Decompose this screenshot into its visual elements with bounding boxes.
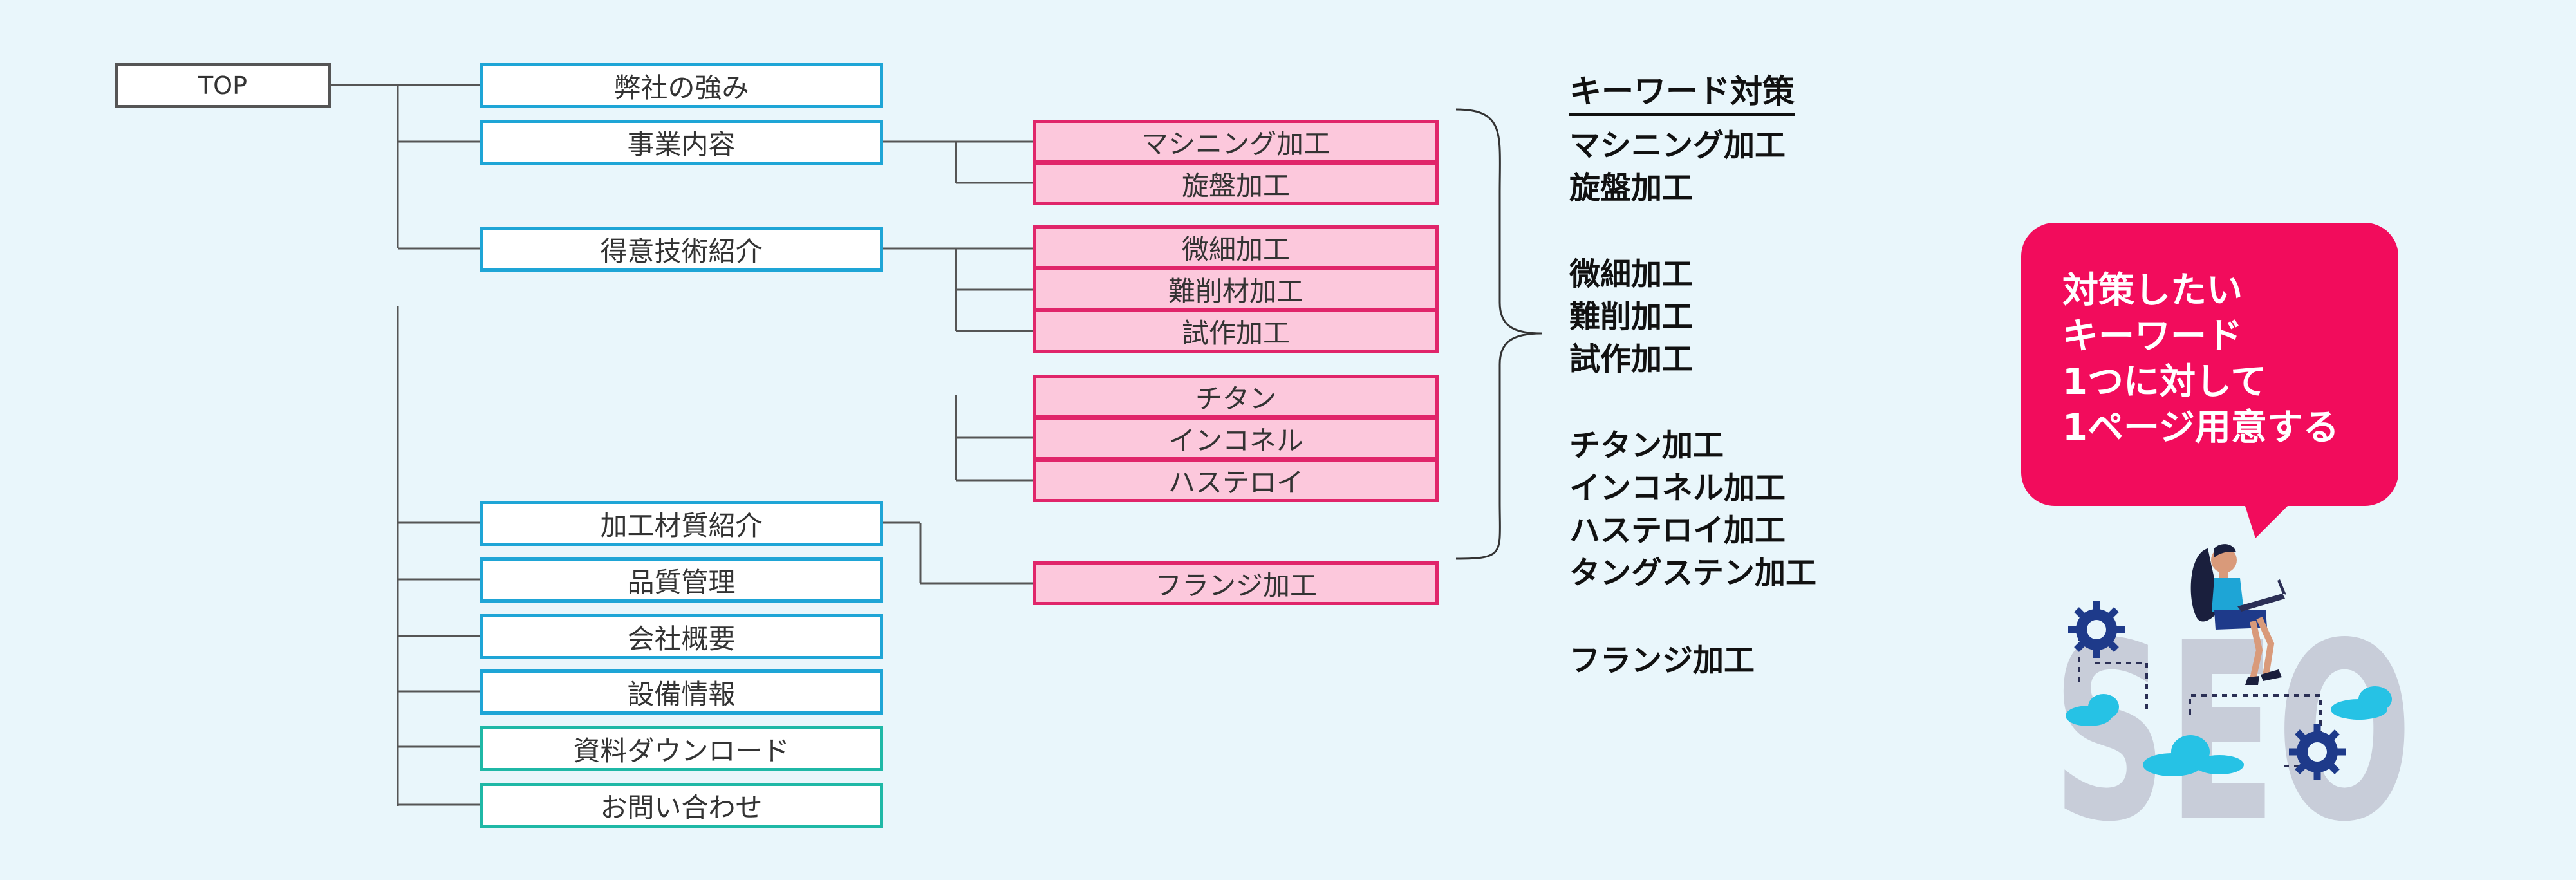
page-business: 事業内容 (480, 120, 883, 165)
callout-line: キーワード (2062, 315, 2243, 357)
callout-line: 1つに対して (2062, 361, 2267, 403)
keyword-item: 微細加工 (1569, 256, 1694, 292)
page-equipment: 設備情報 (480, 669, 883, 715)
person-with-laptop-icon (2190, 544, 2286, 685)
curly-brace (1455, 108, 1542, 560)
keyword-item: インコネル加工 (1569, 470, 1786, 506)
keyword-item: ハステロイ加工 (1569, 512, 1786, 548)
subpage-titanium: チタン (1033, 375, 1439, 418)
gear-icon (2068, 601, 2125, 658)
callout-bubble: 対策したい キーワード 1つに対して 1ページ用意する (2021, 223, 2398, 506)
page-contact: お問い合わせ (480, 783, 883, 828)
page-download: 資料ダウンロード (480, 726, 883, 771)
keyword-item: マシニング加工 (1569, 127, 1786, 164)
keyword-item: チタン加工 (1569, 427, 1724, 463)
cloud-icon (2066, 686, 2392, 776)
gear-icon (2289, 724, 2346, 780)
top-page-box: TOP (115, 63, 331, 108)
page-quality: 品質管理 (480, 557, 883, 603)
keywords-title: キーワード対策 (1569, 66, 1795, 116)
callout-line: 対策したい (2062, 270, 2243, 312)
keyword-item: フランジ加工 (1569, 642, 1755, 679)
page-materials: 加工材質紹介 (480, 501, 883, 546)
page-technology: 得意技術紹介 (480, 227, 883, 272)
callout-line: 1ページ用意する (2062, 407, 2339, 449)
page-strengths: 弊社の強み (480, 63, 883, 108)
subpage-hastelloy: ハステロイ (1033, 458, 1439, 502)
keyword-item: 試作加工 (1569, 341, 1694, 377)
subpage-flange: フランジ加工 (1033, 561, 1439, 605)
subpage-prototype: 試作加工 (1033, 309, 1439, 353)
keyword-item: タングステン加工 (1569, 555, 1817, 591)
keyword-item: 旋盤加工 (1569, 170, 1694, 206)
page-company: 会社概要 (480, 614, 883, 659)
subpage-micro: 微細加工 (1033, 225, 1439, 269)
keyword-item: 難削加工 (1569, 299, 1694, 335)
subpage-lathe: 旋盤加工 (1033, 162, 1439, 205)
